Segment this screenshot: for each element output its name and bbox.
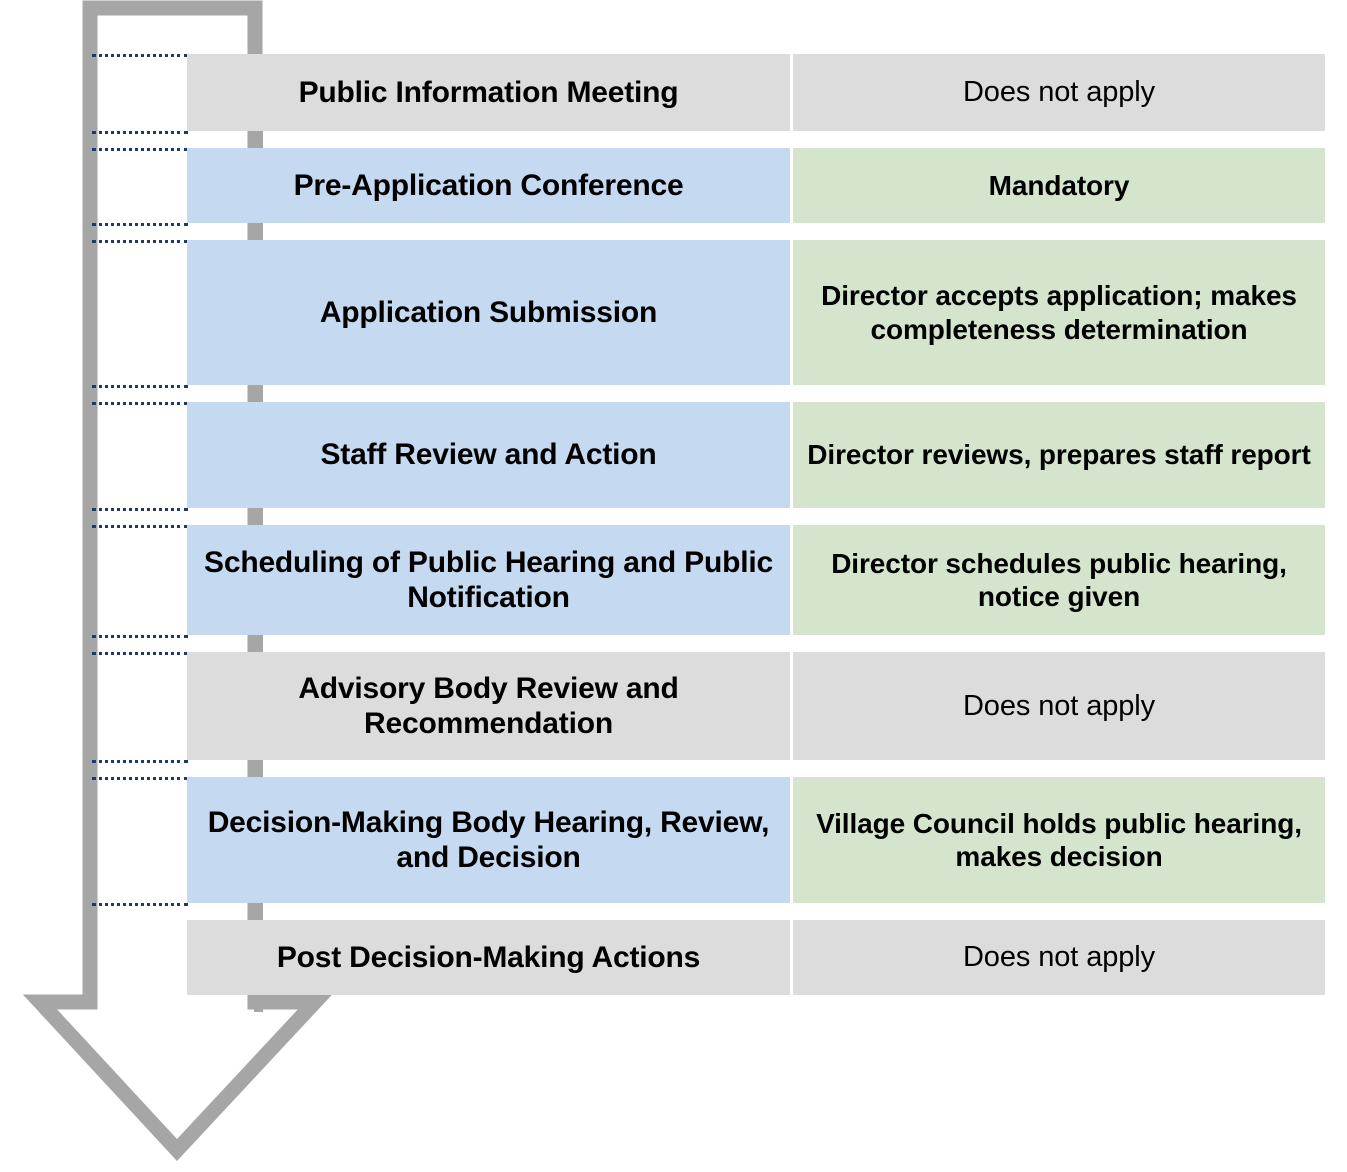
step-label: Post Decision-Making Actions — [276, 940, 701, 974]
note-label: Does not apply — [962, 941, 1156, 974]
row-connector — [254, 995, 263, 1012]
tie-line — [92, 131, 188, 134]
note-label: Mandatory — [988, 169, 1130, 201]
tie-line — [92, 402, 188, 405]
step-label: Advisory Body Review and Recommendation — [298, 671, 679, 740]
note-label: Does not apply — [962, 689, 1156, 722]
tie-line — [92, 223, 188, 226]
step-cell[interactable]: Pre-Application Conference — [187, 148, 790, 223]
process-row: Pre-Application Conference Mandatory — [0, 148, 1347, 223]
tie-line — [92, 903, 188, 906]
step-cell[interactable]: Staff Review and Action — [187, 402, 790, 508]
step-cell[interactable]: Advisory Body Review and Recommendation — [187, 652, 790, 760]
step-cell[interactable]: Scheduling of Public Hearing and Public … — [187, 525, 790, 635]
tie-line — [92, 525, 188, 528]
note-label: Director schedules public hearing, notic… — [831, 547, 1287, 612]
note-cell[interactable]: Does not apply — [793, 920, 1325, 995]
step-label: Public Information Meeting — [298, 75, 679, 109]
note-label: Village Council holds public hearing, ma… — [816, 807, 1302, 872]
step-cell[interactable]: Public Information Meeting — [187, 54, 790, 131]
row-connector — [254, 635, 263, 652]
note-cell[interactable]: Village Council holds public hearing, ma… — [793, 777, 1325, 903]
step-label: Decision-Making Body Hearing, Review, an… — [207, 805, 770, 874]
note-cell[interactable]: Does not apply — [793, 54, 1325, 131]
tie-line — [92, 777, 188, 780]
row-connector — [254, 385, 263, 402]
row-connector — [254, 903, 263, 920]
step-label: Staff Review and Action — [320, 438, 657, 472]
tie-line — [92, 760, 188, 763]
note-label: Director reviews, prepares staff report — [807, 439, 1311, 471]
step-label: Pre-Application Conference — [293, 168, 684, 202]
process-row: Decision-Making Body Hearing, Review, an… — [0, 777, 1347, 903]
note-cell[interactable]: Director accepts application; makes comp… — [793, 240, 1325, 385]
process-row: Application Submission Director accepts … — [0, 240, 1347, 385]
tie-line — [92, 385, 188, 388]
step-label: Scheduling of Public Hearing and Public … — [204, 545, 773, 614]
note-cell[interactable]: Director schedules public hearing, notic… — [793, 525, 1325, 635]
row-connector — [254, 760, 263, 777]
process-row: Staff Review and Action Director reviews… — [0, 402, 1347, 508]
note-label: Director accepts application; makes comp… — [821, 280, 1297, 345]
tie-line — [92, 54, 188, 57]
note-label: Does not apply — [962, 76, 1156, 109]
tie-line — [92, 635, 188, 638]
process-row: Advisory Body Review and Recommendation … — [0, 652, 1347, 760]
tie-line — [92, 240, 188, 243]
row-connector — [254, 223, 263, 240]
row-connector — [254, 508, 263, 525]
process-row: Public Information Meeting Does not appl… — [0, 54, 1347, 131]
tie-line — [92, 148, 188, 151]
step-label: Application Submission — [319, 295, 658, 329]
step-cell[interactable]: Decision-Making Body Hearing, Review, an… — [187, 777, 790, 903]
process-row: Scheduling of Public Hearing and Public … — [0, 525, 1347, 635]
note-cell[interactable]: Mandatory — [793, 148, 1325, 223]
note-cell[interactable]: Does not apply — [793, 652, 1325, 760]
tie-line — [92, 652, 188, 655]
process-row: Post Decision-Making Actions Does not ap… — [0, 920, 1347, 995]
step-cell[interactable]: Application Submission — [187, 240, 790, 385]
step-cell[interactable]: Post Decision-Making Actions — [187, 920, 790, 995]
tie-line — [92, 508, 188, 511]
note-cell[interactable]: Director reviews, prepares staff report — [793, 402, 1325, 508]
row-connector — [254, 131, 263, 148]
